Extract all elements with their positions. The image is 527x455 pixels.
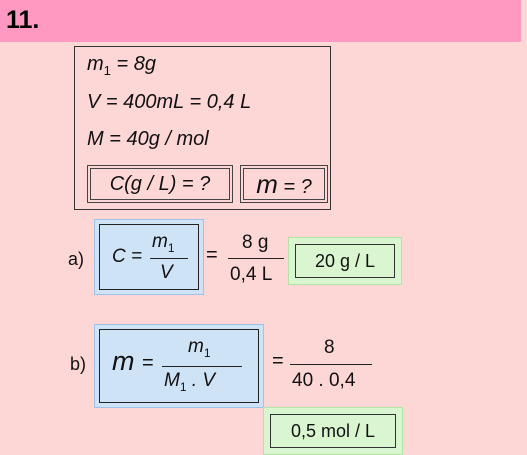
part-a-value-denominator: 0,4 L: [230, 264, 273, 285]
part-b-result-box: 0,5 mol / L: [263, 407, 403, 455]
part-b-label: b): [70, 354, 87, 374]
part-b-denominator: M1 . V: [164, 370, 216, 394]
part-a-result: 20 g / L: [295, 244, 395, 278]
part-b-value-bar: [290, 364, 372, 365]
given-volume: V = 400mL = 0,4 L: [87, 91, 252, 113]
part-a-numerator: m1: [152, 231, 175, 255]
part-b-value-denominator: 40 . 0,4: [292, 370, 356, 391]
part-a-formula-box: C = m1 V: [94, 219, 204, 295]
part-a-equals: =: [206, 244, 218, 266]
part-a-formula-frame: C = m1 V: [99, 224, 199, 290]
part-b-numerator: m1: [188, 336, 211, 360]
part-a-value-numerator: 8 g: [242, 232, 269, 253]
part-a-result-box: 20 g / L: [288, 237, 402, 285]
part-a-denominator: V: [160, 262, 173, 283]
part-a-lhs: C =: [112, 246, 143, 267]
ask-concentration: C(g / L) = ?: [87, 165, 233, 203]
part-b-lhs-equals: =: [142, 352, 154, 374]
part-a-value-bar: [228, 258, 284, 259]
part-b-formula-frame: m = m1 M1 . V: [99, 329, 259, 403]
part-b-fraction-bar: [162, 366, 242, 367]
given-data-box: m1 = 8g V = 400mL = 0,4 L M = 40g / mol …: [74, 46, 331, 210]
part-a-fraction-bar: [150, 258, 188, 259]
ask-mass: m = ?: [240, 165, 328, 203]
problem-header: 11.: [0, 0, 521, 42]
part-b-value-numerator: 8: [324, 337, 335, 358]
problem-number: 11.: [6, 6, 40, 34]
part-b-lhs: m: [112, 346, 135, 376]
part-b-formula-box: m = m1 M1 . V: [94, 324, 264, 408]
part-b-result: 0,5 mol / L: [270, 414, 396, 448]
given-mass: m1 = 8g: [87, 53, 156, 78]
part-a-label: a): [68, 249, 85, 269]
part-b-equals: =: [272, 350, 284, 372]
given-molar-mass: M = 40g / mol: [87, 128, 209, 150]
